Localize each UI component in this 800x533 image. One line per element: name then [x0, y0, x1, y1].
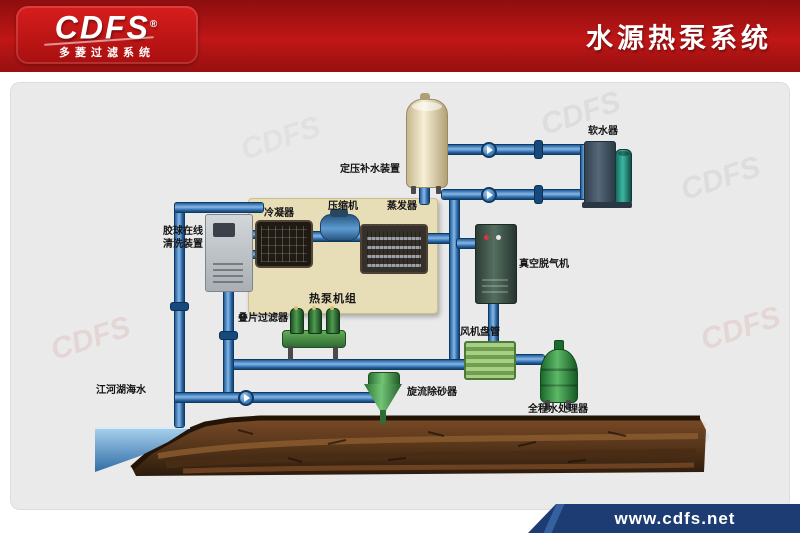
label-condenser: 冷凝器: [264, 208, 294, 219]
cyclone-top: [368, 372, 400, 386]
page-title: 水源热泵系统: [586, 23, 772, 54]
expansion-tank: [406, 99, 448, 188]
watermark: CDFS: [676, 150, 765, 207]
pipe-bottom-horizontal: [175, 393, 377, 402]
disc-filter-leg: [333, 346, 338, 360]
pump-bottom-line: [238, 390, 254, 406]
header-bar: CDFS® 多菱过滤系统 水源热泵系统: [0, 0, 800, 72]
flange-left-riser: [171, 303, 188, 310]
evaporator-coil: [367, 231, 421, 267]
pipe-cabinet-down: [224, 289, 233, 401]
ball-cleaning-cabinet: [205, 214, 253, 292]
processor-leg: [566, 400, 571, 410]
tank-leg: [411, 186, 416, 194]
pipe-top-left: [175, 203, 263, 212]
pump-loop-bottom: [481, 187, 497, 203]
pipe-right-riser: [450, 191, 459, 369]
label-water-processor: 全程水处理器: [528, 404, 588, 415]
processor-leg: [545, 400, 550, 410]
water-processor-tank: [540, 349, 578, 403]
watermark: CDFS: [46, 310, 135, 367]
pipe-loop-top: [442, 145, 590, 154]
label-compressor: 压缩机: [328, 201, 358, 212]
ground-cross-section: [95, 415, 706, 476]
condenser-unit: [255, 220, 313, 268]
label-river-water: 江河湖海水: [96, 385, 146, 396]
pipe-fancoil-processor: [514, 355, 544, 364]
disc-filter-cylinder: [290, 306, 304, 334]
water-softener-base: [582, 202, 632, 208]
label-expansion-tank: 定压补水装置: [340, 164, 400, 175]
label-disc-filter: 叠片过滤器: [238, 313, 288, 324]
registered-mark: ®: [149, 18, 160, 30]
fan-coil-unit: [464, 341, 516, 380]
water-body: [95, 428, 190, 472]
cyclone-stem: [380, 410, 386, 424]
water-softener-panel: [584, 141, 616, 205]
watermark: CDFS: [696, 300, 785, 357]
label-water-softener: 软水器: [588, 126, 618, 137]
label-heat-pump-unit: 热泵机组: [309, 293, 357, 305]
watermark: CDFS: [236, 110, 325, 167]
indicator-light-white: [496, 235, 501, 240]
pipe-evaporator-out: [426, 234, 452, 243]
indicator-light-red: [484, 235, 489, 240]
pipe-degasser-fancoil: [489, 299, 498, 344]
label-vacuum-degasser: 真空脱气机: [519, 259, 569, 270]
footer-banner: www.cdfs.net: [528, 504, 800, 533]
water-softener-cylinder: [615, 149, 632, 205]
disc-filter-leg: [288, 346, 293, 360]
disc-filter-cylinder: [326, 306, 340, 334]
flange-loop-bottom: [535, 186, 542, 203]
brand-subtitle: 多菱过滤系统: [59, 47, 155, 60]
evaporator-unit: [360, 224, 428, 274]
label-ball-cleaning: 胶球在线清洗装置: [163, 226, 203, 250]
pipe-mid-horizontal: [224, 360, 468, 369]
website-url[interactable]: www.cdfs.net: [614, 508, 736, 528]
disc-filter-cylinder: [308, 306, 322, 334]
brand-logo: CDFS® 多菱过滤系统: [16, 6, 198, 64]
tank-leg: [436, 186, 441, 194]
condenser-grid: [261, 226, 307, 262]
label-cyclone: 旋流除砂器: [407, 387, 457, 398]
pump-loop-top: [481, 142, 497, 158]
compressor-unit: [320, 209, 360, 241]
pipe-degasser-feed: [457, 239, 478, 248]
brand-name: CDFS®: [55, 10, 159, 43]
expansion-tank-cap: [420, 93, 430, 100]
pipe-loop-bottom: [442, 190, 590, 199]
label-fan-coil: 风机盘管: [460, 327, 500, 338]
pipe-tank-feed: [420, 184, 429, 204]
label-evaporator: 蒸发器: [387, 201, 417, 212]
pipe-left-riser: [175, 203, 184, 427]
vacuum-degasser-unit: [475, 224, 517, 304]
flange-loop-top: [535, 141, 542, 158]
flange-cabinet-line: [220, 332, 237, 339]
